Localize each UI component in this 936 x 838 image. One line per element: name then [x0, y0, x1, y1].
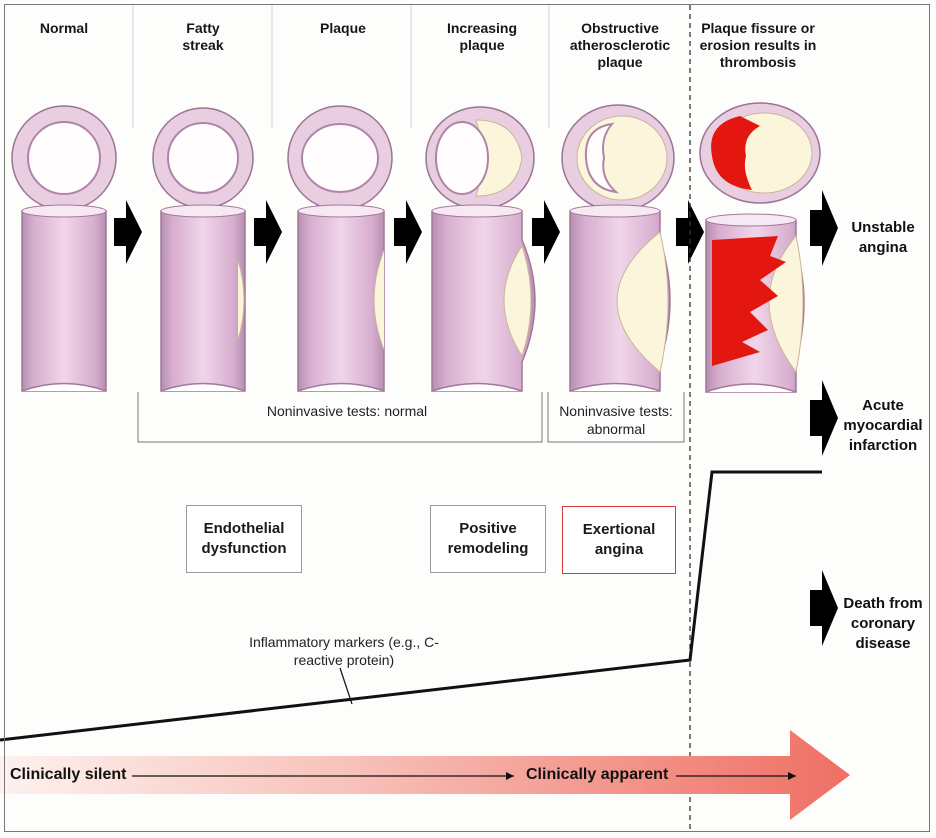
marker-leader-line: [339, 667, 353, 705]
thrombus: [712, 236, 786, 366]
outcome-unstable-angina: Unstable angina: [851, 219, 915, 256]
vessel-normal: [21, 204, 107, 392]
outcome-arrows: [810, 190, 838, 646]
clinically-apparent-label: Clinically apparent: [526, 766, 669, 783]
stage-title-fatty-streak: Fatty streak: [182, 20, 224, 53]
timeline-arrow: [0, 730, 850, 820]
vessel-fatty-streak: [160, 204, 246, 392]
stage-title-plaque: Plaque: [320, 20, 366, 36]
stage-title-increasing-plaque: Increasing plaque: [446, 20, 518, 53]
clinically-silent-label: Clinically silent: [10, 766, 127, 783]
exertional-angina-box: Exertional angina: [562, 506, 676, 574]
stage-title-normal: Normal: [39, 20, 89, 36]
positive-remodeling-box: Positive remodeling: [430, 505, 546, 573]
vessel-obstructive: [569, 204, 671, 392]
tests-abnormal-label: Noninvasive tests: abnormal: [559, 403, 673, 437]
outcome-death: Death from coronary disease: [843, 595, 923, 652]
cross-section-fatty-streak: [152, 107, 254, 209]
timeline-arrowhead-2: [788, 772, 796, 780]
column-guides: [132, 5, 550, 128]
vessel-plaque: [297, 204, 385, 392]
vessel-fissure: [705, 213, 805, 393]
outcome-acute-mi: Acute myocardial infarction: [843, 397, 923, 454]
stage-title-fissure: Plaque fissure or erosion results in thr…: [699, 20, 817, 70]
cross-section-increasing-plaque: [425, 106, 535, 210]
tests-normal-label: Noninvasive tests: normal: [266, 403, 428, 419]
cross-section-plaque: [287, 105, 393, 211]
cross-section-fissure: [699, 102, 821, 204]
bracket-normal: [137, 392, 543, 443]
inflammatory-marker-curve: [0, 470, 822, 742]
vessel-increasing-plaque: [431, 204, 536, 392]
stage-title-obstructive: Obstructive atherosclerotic plaque: [569, 20, 671, 70]
cross-section-obstructive: [561, 104, 675, 212]
timeline-arrowhead-1: [506, 772, 514, 780]
inflammatory-markers-label: Inflammatory markers (e.g., C-reactive p…: [249, 634, 439, 668]
cross-section-normal: [11, 105, 117, 211]
endothelial-dysfunction-box: Endothelial dysfunction: [186, 505, 302, 573]
bracket-abnormal: [547, 392, 685, 443]
